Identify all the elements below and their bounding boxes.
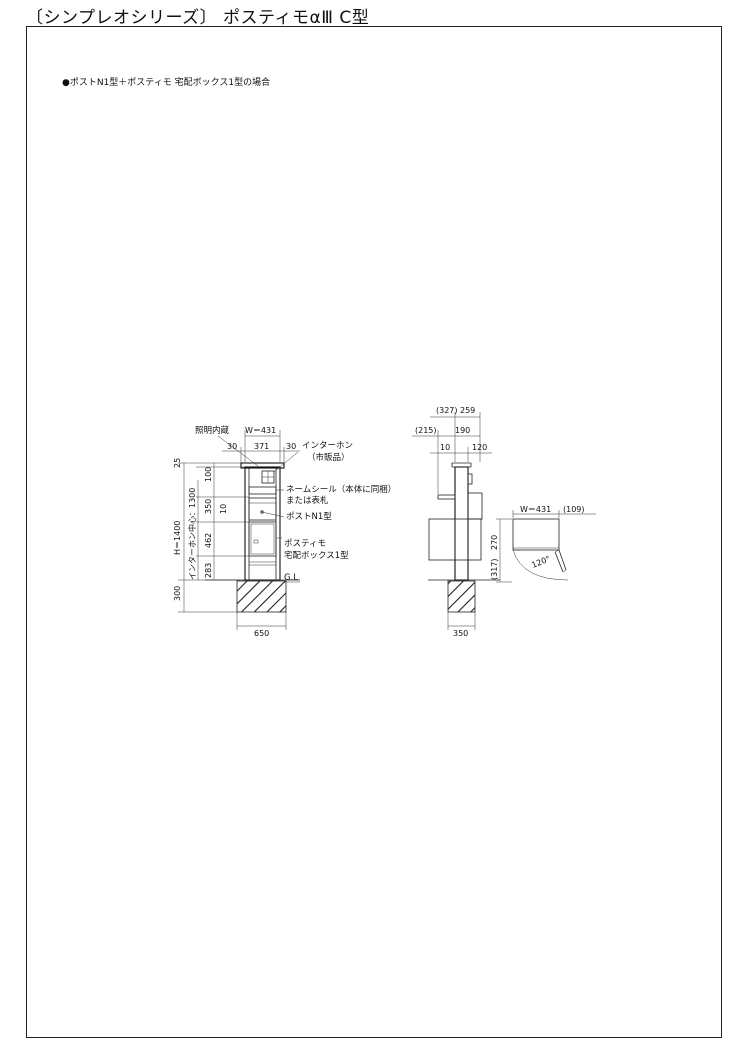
front-view: W＝431 30 371 30 照明内蔵 インターホン （市販品） ネームシール…	[173, 425, 396, 638]
drawing-frame	[26, 26, 722, 1038]
plan-view: 120° W＝431 (109) 270 (317)	[490, 505, 596, 583]
side-dim-215: (215)	[415, 426, 437, 435]
dim-1300: インターホン中心：1300	[187, 488, 197, 580]
plan-box-outline	[512, 518, 560, 551]
dim-300: 300	[173, 586, 182, 601]
side-dim-120: 120	[472, 443, 487, 452]
plan-angle: 120°	[530, 554, 551, 570]
nameplate-label: ネームシール（本体に同梱）	[286, 484, 396, 495]
plan-door-swing	[512, 549, 569, 581]
delivery-box-unit	[248, 521, 277, 557]
side-view: (327) 259 (215) 190 10 120 350	[412, 406, 500, 638]
drawing-caption: ●ポストN1型＋ポスティモ 宅配ボックス1型の場合	[62, 78, 271, 88]
page-title: 〔シンプレオシリーズ〕 ポスティモαⅢ C型	[26, 8, 370, 28]
front-dim-371: 371	[254, 442, 269, 451]
front-foundation	[236, 580, 287, 613]
side-dim-327: (327)	[436, 406, 458, 415]
nameplate-strip	[248, 486, 277, 495]
side-dim-259: 259	[460, 406, 475, 415]
side-dim-190: 190	[455, 426, 470, 435]
nameplate-sub-label: または表札	[286, 495, 329, 506]
post-n1-label: ポストN1型	[286, 512, 332, 522]
front-top-cap	[240, 462, 285, 469]
plan-dim-270: 270	[490, 535, 499, 550]
front-width-label: W＝431	[245, 426, 276, 435]
delivery-box-sub-label: 宅配ボックス1型	[284, 550, 349, 561]
plan-dim-317: (317)	[490, 558, 499, 580]
side-foundation	[447, 580, 476, 613]
front-dim-30-right: 30	[286, 442, 296, 451]
dim-283: 283	[204, 563, 213, 578]
intercom-label: インターホン	[302, 441, 353, 451]
plan-dim-109: (109)	[563, 505, 585, 514]
dim-100: 100	[204, 467, 213, 482]
plan-width-label: W＝431	[520, 505, 551, 514]
dim-10: 10	[219, 504, 228, 514]
dim-1400: H＝1400	[173, 521, 182, 555]
gl-label: G.L	[284, 573, 298, 583]
dim-25: 25	[173, 458, 182, 468]
intercom-sub-label: （市販品）	[307, 452, 350, 463]
side-dim-10: 10	[440, 443, 450, 452]
dim-350: 350	[204, 499, 213, 514]
front-base-dim: 650	[254, 629, 269, 638]
delivery-box-label: ポスティモ	[284, 539, 326, 549]
post-n1-unit	[248, 497, 277, 521]
dim-462: 462	[204, 533, 213, 548]
side-post-body	[454, 466, 469, 581]
lighting-label: 照明内蔵	[195, 425, 230, 436]
front-post-body	[244, 466, 281, 581]
side-base-dim: 350	[453, 629, 468, 638]
